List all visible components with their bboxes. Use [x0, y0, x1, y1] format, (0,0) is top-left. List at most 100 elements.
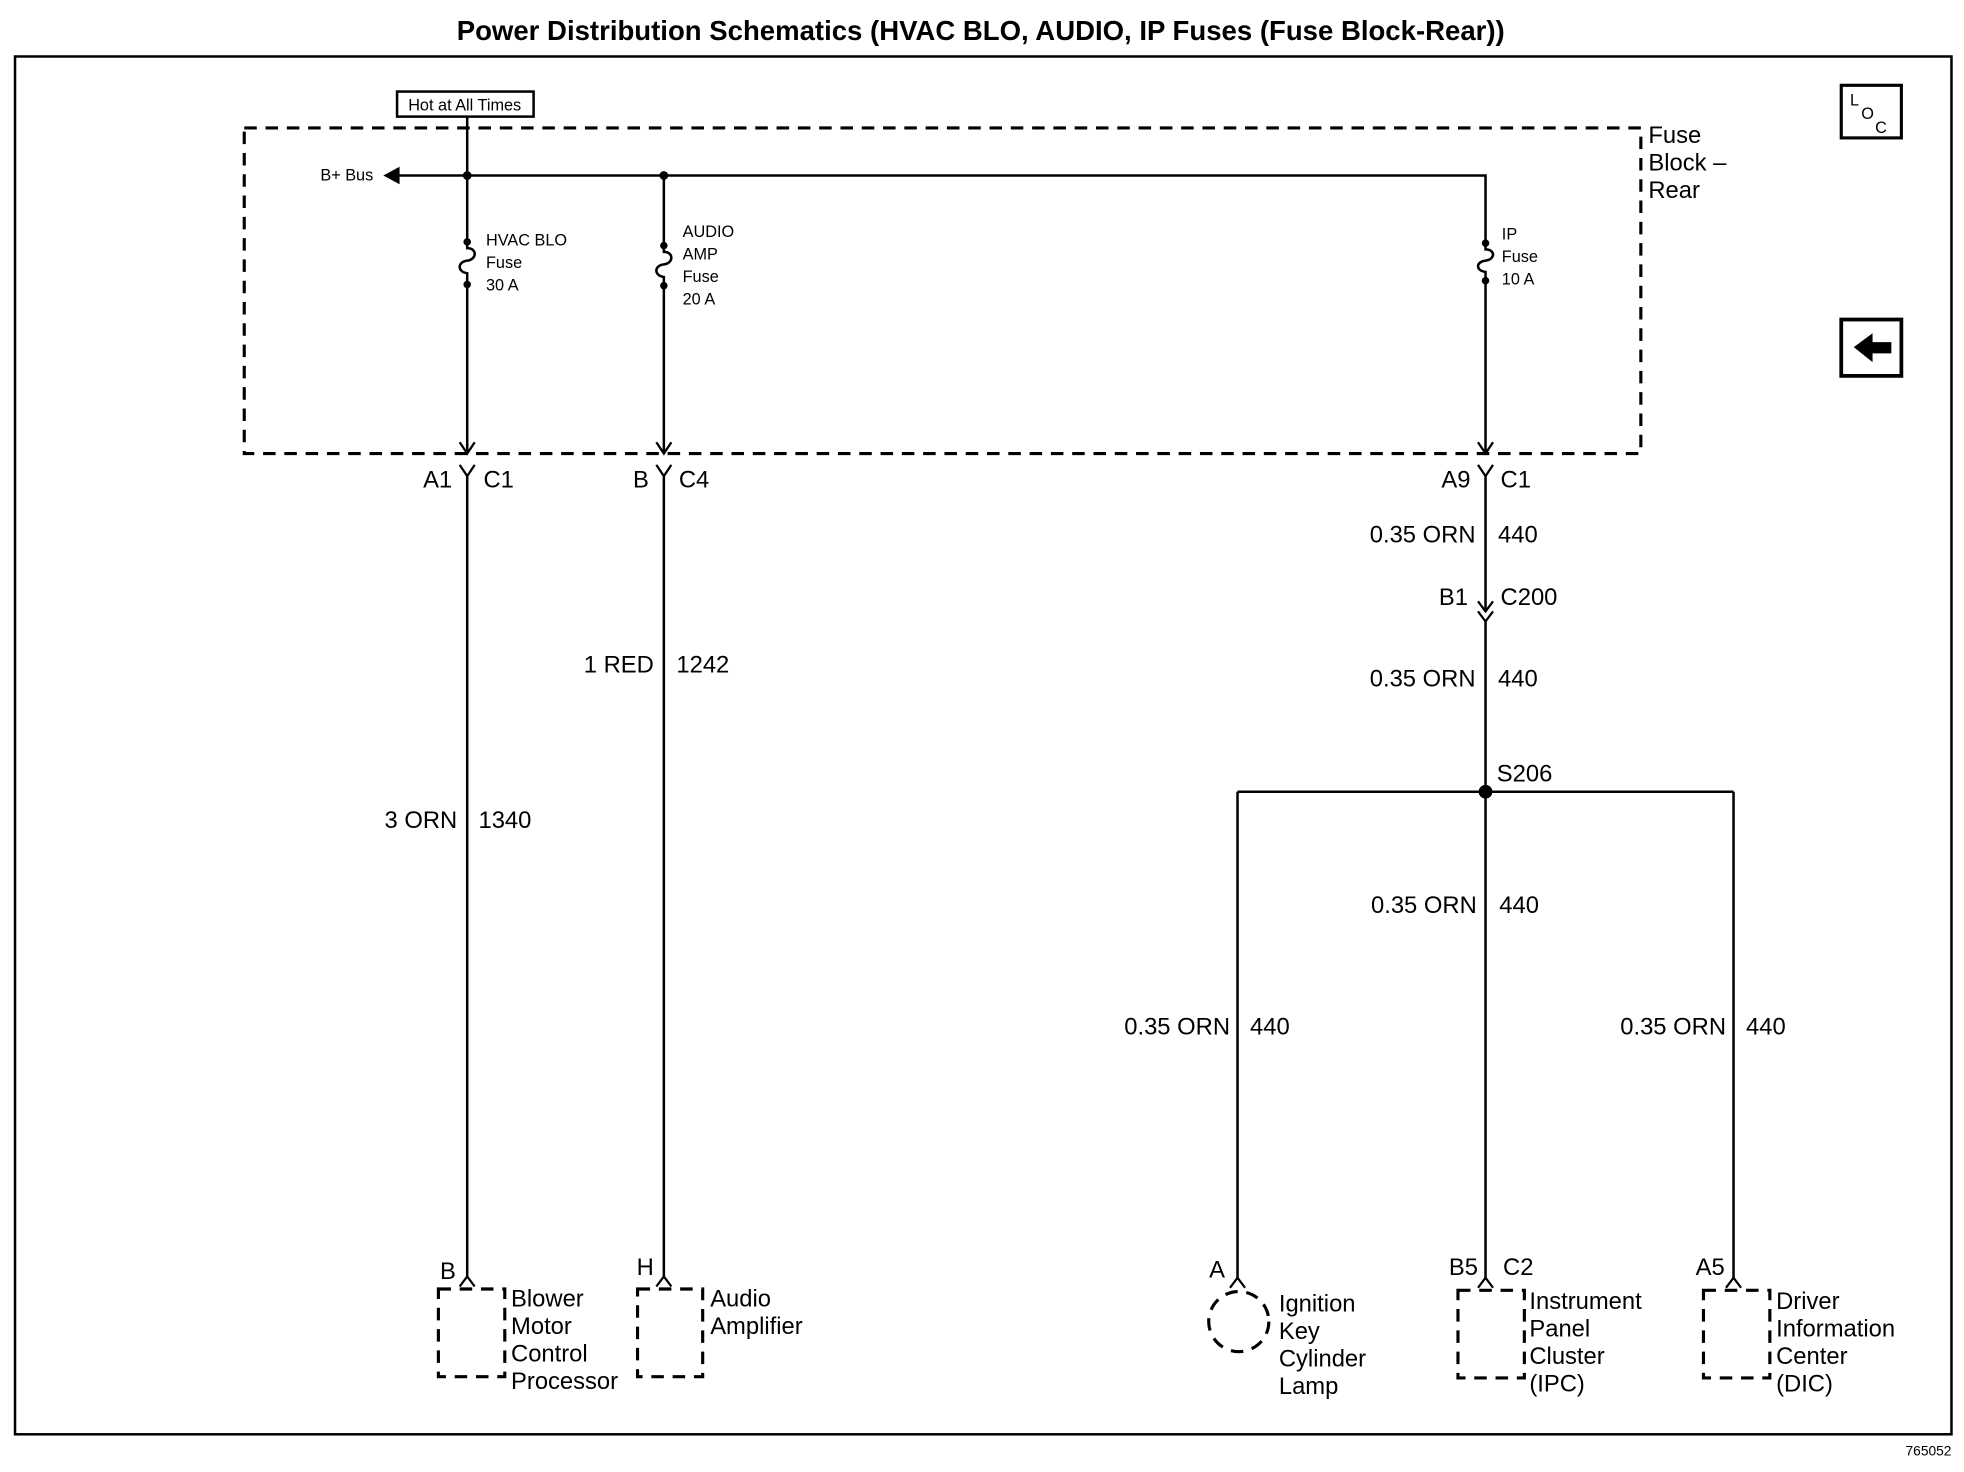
hvac-c1-pin: A1 — [423, 466, 452, 493]
audio-c4-pin: B — [633, 466, 649, 493]
b-plus-bus-line — [398, 174, 1487, 244]
c200-male-terminal — [1477, 600, 1494, 614]
ipc-terminal-symbol — [1477, 1275, 1494, 1289]
back-button[interactable] — [1839, 317, 1904, 378]
ignition-lamp-terminal-label: A — [1209, 1257, 1225, 1284]
ip-fuse-dot-bottom — [1481, 276, 1490, 285]
ignition-wire-circuit: 440 — [1250, 1014, 1290, 1041]
audio-c4-male-terminal — [655, 441, 673, 456]
ip-fuse-label-3: 10 A — [1502, 270, 1535, 288]
fuse-block-label-line-2: Block – — [1648, 149, 1727, 176]
dic-wire-circuit: 440 — [1746, 1014, 1786, 1041]
ipc-connector-label: C2 — [1503, 1254, 1533, 1281]
audio-amplifier-box — [635, 1287, 705, 1379]
blower-label-2: Motor — [511, 1313, 572, 1340]
dic-terminal-symbol — [1725, 1275, 1742, 1289]
ip-c1-pin: A9 — [1441, 466, 1470, 493]
audio-c4-connector: C4 — [679, 466, 709, 493]
fuse-block-outline — [242, 126, 1643, 456]
blower-label-3: Control — [511, 1341, 588, 1368]
ignition-wire-size-color: 0.35 ORN — [1124, 1014, 1230, 1041]
ipc-terminal-label: B5 — [1449, 1254, 1478, 1281]
audio-fuse-label-1: AUDIO — [683, 223, 735, 241]
driver-information-center-box — [1701, 1288, 1772, 1380]
left-arrow-icon[interactable] — [1853, 333, 1892, 363]
b-plus-bus-label: B+ Bus — [320, 166, 373, 184]
ip-fuse-label-1: IP — [1502, 225, 1517, 243]
audio-wire-size-color: 1 RED — [584, 652, 654, 679]
ip-wire-2-size-color: 0.35 ORN — [1370, 666, 1476, 693]
hvac-fuse-label-3: 30 A — [486, 277, 519, 295]
figure-number: 765052 — [1906, 1444, 1952, 1459]
blower-terminal-label: B — [440, 1258, 456, 1285]
audio-c4-female-terminal — [655, 464, 673, 479]
audio-amp-fuse-symbol — [655, 245, 673, 286]
ip-fuse-symbol — [1476, 243, 1495, 281]
c200-pin: B1 — [1439, 584, 1468, 611]
loc-icon-letter-o: O — [1861, 105, 1874, 123]
hvac-fuse-label-2: Fuse — [486, 254, 522, 272]
ip-wire-1-circuit: 440 — [1498, 521, 1538, 548]
hot-at-all-times-box: Hot at All Times — [395, 90, 535, 118]
hot-label: Hot at All Times — [408, 96, 521, 114]
hvac-wire-size-color: 3 ORN — [384, 807, 457, 834]
hvac-c1-male-terminal — [458, 441, 476, 456]
loc-icon-box[interactable] — [1839, 83, 1903, 140]
ipc-label-1: Instrument — [1529, 1288, 1642, 1315]
ip-c1-connector: C1 — [1501, 466, 1531, 493]
dic-label-2: Information — [1776, 1316, 1895, 1343]
ip-c1-female-terminal — [1477, 464, 1494, 479]
fuse-block-label-line-1: Fuse — [1648, 122, 1701, 149]
dic-label-4: (DIC) — [1776, 1371, 1833, 1398]
ip-wire-1-size-color: 0.35 ORN — [1370, 521, 1476, 548]
ignition-lamp-label-3: Cylinder — [1279, 1346, 1366, 1373]
audio-fuse-label-4: 20 A — [683, 290, 716, 308]
page-title: Power Distribution Schematics (HVAC BLO,… — [457, 15, 1505, 46]
ip-fuse-label-2: Fuse — [1502, 248, 1538, 266]
b-plus-bus-arrow — [383, 166, 400, 185]
blower-motor-control-processor-box — [436, 1287, 507, 1379]
ipc-label-2: Panel — [1529, 1316, 1590, 1343]
loc-icon-letter-l: L — [1850, 91, 1859, 109]
blower-terminal-symbol — [458, 1274, 476, 1288]
audio-amplifier-terminal-symbol — [655, 1274, 673, 1288]
audio-fuse-label-3: Fuse — [683, 268, 719, 286]
ipc-wire-circuit: 440 — [1499, 892, 1539, 919]
dic-wire-size-color: 0.35 ORN — [1620, 1014, 1726, 1041]
audio-amp-branch: AUDIO AMP Fuse 20 A B C4 1 RED 1242 H Au… — [584, 175, 803, 1379]
dic-label-1: Driver — [1776, 1288, 1839, 1315]
ignition-lamp-label-4: Lamp — [1279, 1373, 1339, 1400]
hot-label-frame — [395, 90, 535, 118]
ignition-lamp-label-2: Key — [1279, 1318, 1320, 1345]
dic-label-3: Center — [1776, 1343, 1847, 1370]
fuse-block-label-line-3: Rear — [1648, 177, 1700, 204]
loc-icon[interactable]: L O C — [1839, 83, 1903, 140]
ip-branch: IP Fuse 10 A A9 C1 0.35 ORN 440 B1 C200 … — [1124, 225, 1895, 1400]
ignition-key-cylinder-lamp-symbol — [1207, 1289, 1271, 1354]
hvac-blo-fuse-symbol — [458, 241, 476, 285]
audio-amplifier-label-1: Audio — [710, 1286, 771, 1313]
blower-label-1: Blower — [511, 1286, 584, 1313]
ignition-lamp-label-1: Ignition — [1279, 1291, 1356, 1318]
hvac-wire-circuit: 1340 — [478, 807, 531, 834]
hvac-c1-connector: C1 — [483, 466, 513, 493]
blower-label-4: Processor — [511, 1368, 618, 1395]
loc-icon-letter-c: C — [1875, 119, 1887, 137]
ipc-wire-size-color: 0.35 ORN — [1371, 892, 1477, 919]
dic-terminal-label: A5 — [1696, 1254, 1725, 1281]
audio-wire-circuit: 1242 — [676, 652, 729, 679]
hvac-c1-female-terminal — [458, 464, 476, 479]
audio-amplifier-terminal-label: H — [637, 1254, 654, 1281]
audio-fuse-label-2: AMP — [683, 245, 718, 263]
diagram-frame — [13, 55, 1953, 1436]
ipc-label-4: (IPC) — [1529, 1371, 1584, 1398]
c200-connector: C200 — [1501, 584, 1558, 611]
instrument-panel-cluster-box — [1456, 1288, 1526, 1380]
ip-c1-male-terminal — [1477, 441, 1494, 456]
splice-s206-label: S206 — [1497, 761, 1553, 788]
hvac-fuse-label-1: HVAC BLO — [486, 232, 567, 250]
hvac-blo-branch: HVAC BLO Fuse 30 A A1 C1 3 ORN 1340 B Bl… — [384, 116, 618, 1395]
ignition-lamp-terminal-symbol — [1229, 1275, 1246, 1289]
ip-wire-2-circuit: 440 — [1498, 666, 1538, 693]
